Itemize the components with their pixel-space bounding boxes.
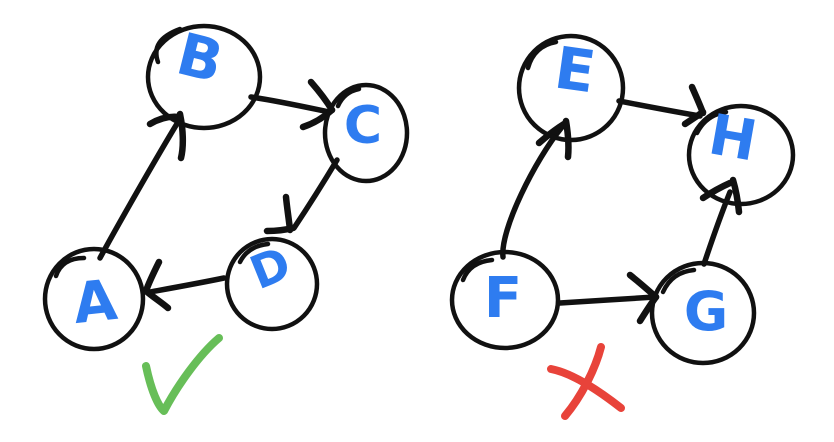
node-F: F [449,249,561,351]
node-D: D [224,236,320,332]
left-graph: B C A D [42,20,410,415]
node-H-label: H [704,102,761,174]
edge-F-to-G [557,271,660,325]
node-F-label: F [484,266,522,331]
node-H: H [686,102,796,207]
node-A: A [42,246,146,352]
edge-D-to-A [142,258,227,312]
checkmark-icon [142,334,223,415]
node-E: E [516,34,626,143]
x-mark-icon [547,343,625,420]
node-G: G [649,260,757,366]
edge-A-to-B [97,110,187,261]
node-C-label: C [344,96,382,156]
node-E-label: E [551,34,600,107]
right-graph: E H F G [449,34,796,420]
node-A-label: A [70,268,121,337]
edge-E-to-H [616,83,707,128]
edge-C-to-D [263,157,340,235]
edge-B-to-C [248,78,336,131]
node-G-label: G [684,280,728,343]
node-C: C [322,82,410,184]
node-B: B [145,20,263,131]
edge-F-to-E [500,117,572,260]
edge-G-to-H [699,176,743,267]
